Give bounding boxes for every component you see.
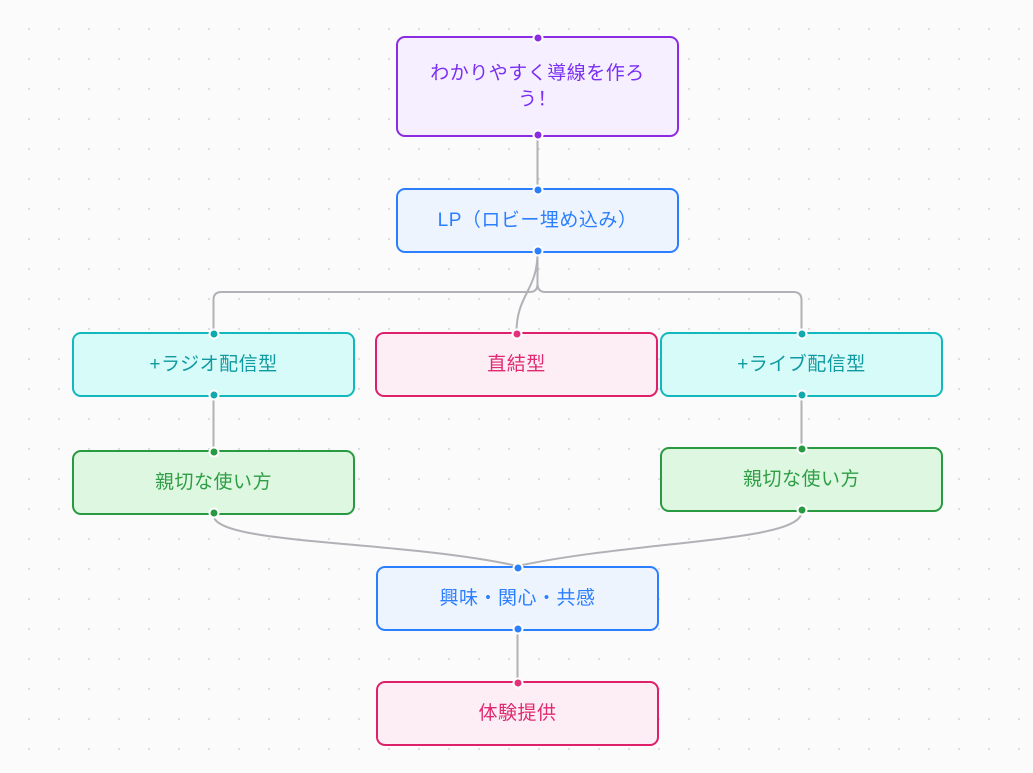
node-label-experience: 体験提供 [478, 702, 557, 724]
handle-target-interest[interactable] [512, 562, 523, 574]
node-lp[interactable]: LP（ロビー埋め込み） [396, 184, 679, 257]
edge-kindright-interest [516, 511, 803, 567]
handle-target-radio[interactable] [208, 328, 219, 340]
node-label-direct: 直結型 [487, 353, 546, 375]
edge-lp-direct [515, 252, 539, 333]
node-label-live: +ライブ配信型 [737, 353, 866, 375]
node-experience[interactable]: 体験提供 [376, 677, 659, 746]
node-label-radio: +ラジオ配信型 [149, 353, 278, 375]
handle-target-direct[interactable] [511, 328, 522, 340]
handle-source-goal[interactable] [532, 129, 543, 141]
handle-source-radio[interactable] [208, 389, 219, 401]
node-live[interactable]: +ライブ配信型 [660, 328, 943, 401]
edge-lp-live [536, 252, 803, 333]
handle-target-live[interactable] [796, 328, 807, 340]
node-label-kind-right: 親切な使い方 [742, 468, 860, 490]
handle-target-kind-left[interactable] [208, 446, 219, 458]
edge-lp-radio [212, 252, 539, 333]
node-interest[interactable]: 興味・関心・共感 [376, 562, 659, 635]
handle-target-goal[interactable] [532, 32, 543, 44]
node-kind-right[interactable]: 親切な使い方 [660, 443, 943, 516]
handle-source-interest[interactable] [512, 623, 523, 635]
handle-source-live[interactable] [796, 389, 807, 401]
node-radio[interactable]: +ラジオ配信型 [72, 328, 355, 401]
node-label-interest: 興味・関心・共感 [439, 587, 596, 609]
handle-source-kind-left[interactable] [208, 507, 219, 519]
handle-target-kind-right[interactable] [796, 443, 807, 455]
node-label-goal: わかりやすく導線を作ろう！ [430, 62, 645, 110]
handle-source-kind-right[interactable] [796, 504, 807, 516]
node-goal[interactable]: わかりやすく導線を作ろう！ [396, 32, 679, 141]
node-direct[interactable]: 直結型 [375, 328, 658, 397]
handle-source-lp[interactable] [532, 245, 543, 257]
node-label-lp: LP（ロビー埋め込み） [437, 209, 638, 231]
node-label-kind-left: 親切な使い方 [154, 471, 272, 493]
handle-target-experience[interactable] [512, 677, 523, 689]
node-kind-left[interactable]: 親切な使い方 [72, 446, 355, 519]
edge-kindleft-interest [212, 514, 519, 567]
handle-target-lp[interactable] [532, 184, 543, 196]
